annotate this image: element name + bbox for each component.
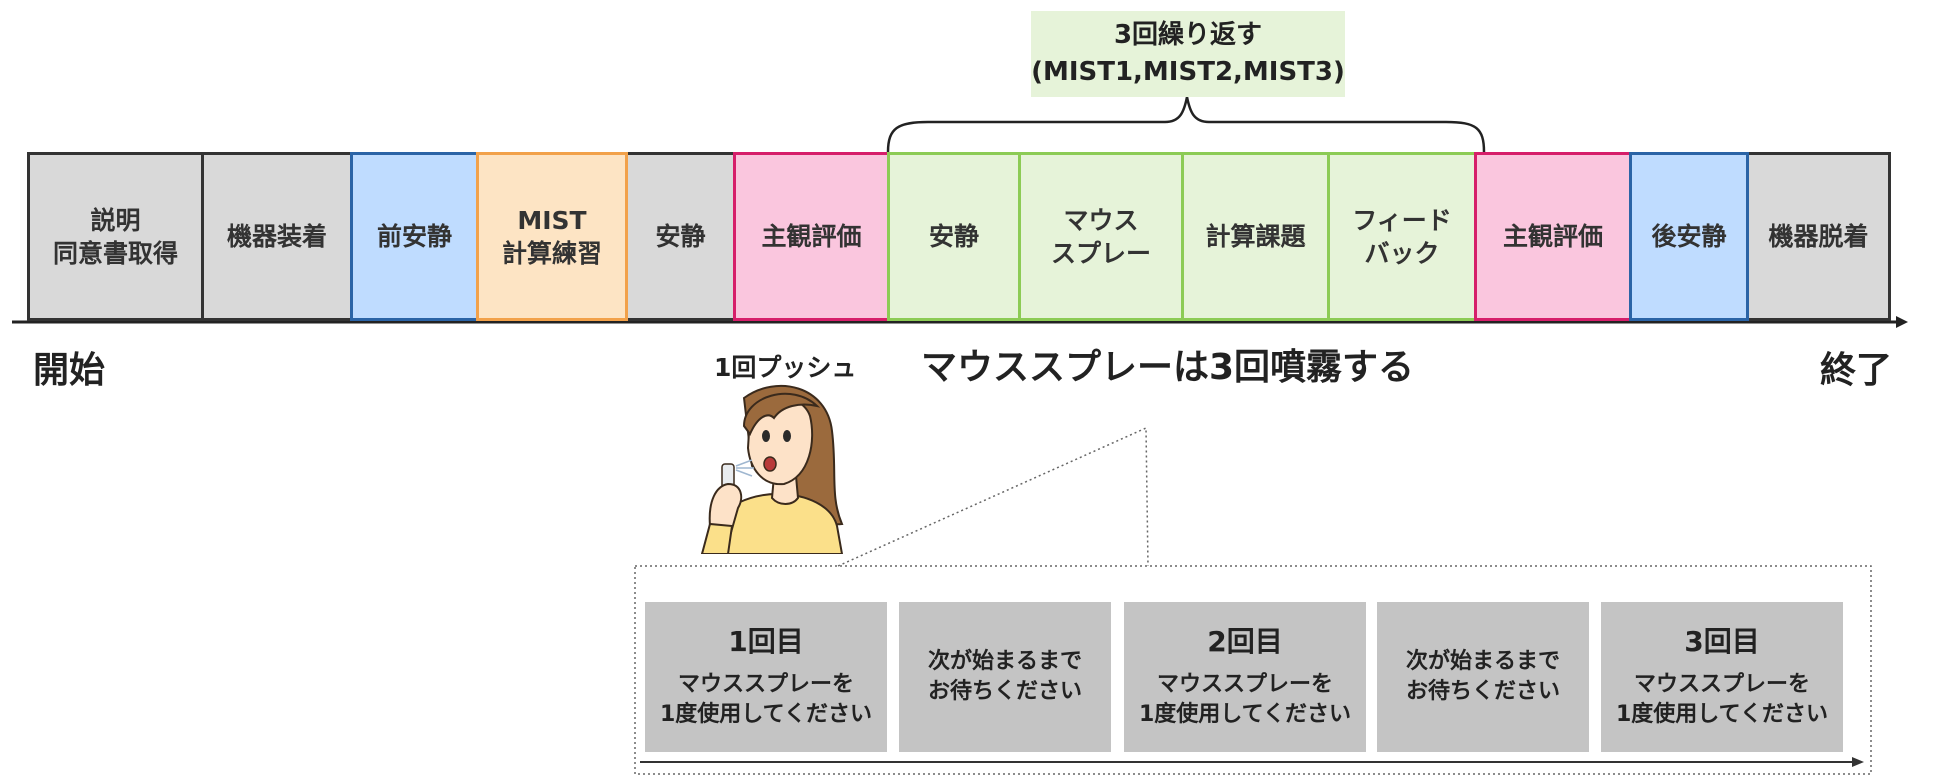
- detail-step-text: 次が始まるまで お待ちください: [927, 649, 1082, 704]
- detail-step-2: 2回目 マウススプレーを 1度使用してください: [1124, 602, 1366, 752]
- spray-three-times-label: マウススプレーは3回噴霧する: [921, 347, 1415, 388]
- detail-step-3: 3回目 マウススプレーを 1度使用してください: [1601, 602, 1843, 752]
- timeline-step-subjective-eval-2: 主観評価: [1474, 152, 1632, 321]
- timeline-step-equipment-attach: 機器装着: [201, 152, 353, 321]
- repeat-label: 3回繰り返す (MIST1,MIST2,MIST3): [1031, 11, 1345, 97]
- push-once-label: 1回プッシュ: [714, 353, 857, 382]
- timeline-step-equipment-detach: 機器脱着: [1746, 152, 1891, 321]
- detail-step-text: マウススプレーを 1度使用してください: [1139, 672, 1351, 727]
- repeat-label-line1: 3回繰り返す: [1113, 20, 1263, 50]
- timeline-step-subjective-eval-1: 主観評価: [733, 152, 890, 321]
- end-label: 終了: [1820, 350, 1893, 391]
- detail-panel-border: [634, 565, 1872, 775]
- detail-step-title: 3回目: [1684, 625, 1760, 658]
- timeline: 説明 同意書取得 機器装着 前安静 MIST 計算練習 安静 主観評価 安静 マ…: [27, 152, 1891, 321]
- detail-step-text: マウススプレーを 1度使用してください: [1616, 672, 1828, 727]
- timeline-step-mist-practice: MIST 計算練習: [476, 152, 628, 321]
- timeline-step-mouth-spray: マウス スプレー: [1018, 152, 1184, 321]
- timeline-step-feedback: フィード バック: [1327, 152, 1477, 321]
- detail-sequence-arrowhead: [1852, 757, 1864, 767]
- detail-step-title: 1回目: [728, 625, 804, 658]
- detail-step-1: 1回目 マウススプレーを 1度使用してください: [645, 602, 887, 752]
- detail-step-wait-1: 次が始まるまで お待ちください: [899, 602, 1111, 752]
- timeline-step-pre-rest: 前安静: [350, 152, 479, 321]
- detail-step-wait-2: 次が始まるまで お待ちください: [1377, 602, 1589, 752]
- repeat-label-line2: (MIST1,MIST2,MIST3): [1031, 57, 1345, 87]
- timeline-arrowhead: [1896, 316, 1908, 328]
- timeline-step-rest: 安静: [625, 152, 736, 321]
- detail-step-text: マウススプレーを 1度使用してください: [660, 672, 872, 727]
- callout-pointer: [837, 426, 1149, 567]
- timeline-step-calculation-task: 計算課題: [1181, 152, 1330, 321]
- timeline-step-explanation-consent: 説明 同意書取得: [27, 152, 204, 321]
- start-label: 開始: [33, 350, 106, 391]
- woman-using-mouth-spray-illustration: [700, 384, 844, 554]
- timeline-step-post-rest: 後安静: [1629, 152, 1749, 321]
- repeat-bracket: [886, 96, 1486, 153]
- timeline-step-mist-rest: 安静: [887, 152, 1021, 321]
- detail-step-text: 次が始まるまで お待ちください: [1405, 649, 1560, 704]
- detail-step-title: 2回目: [1207, 625, 1283, 658]
